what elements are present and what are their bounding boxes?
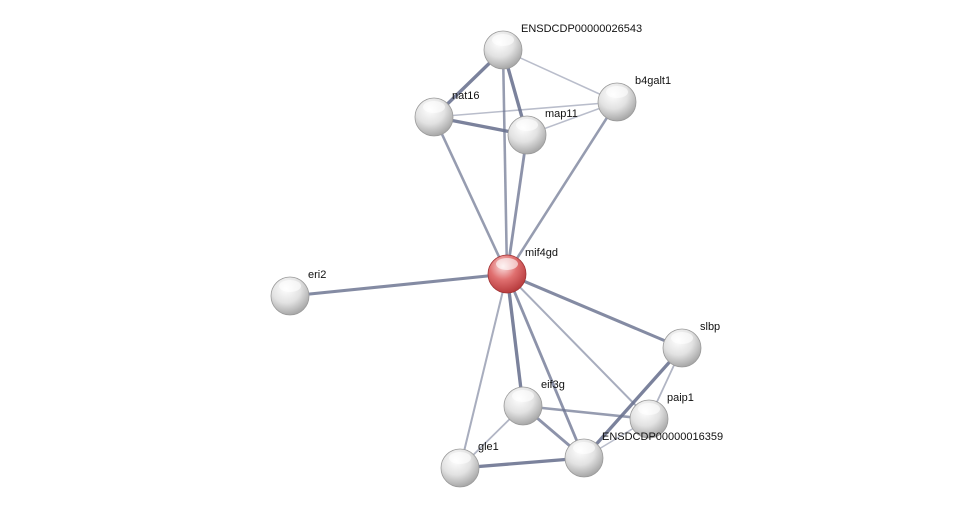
node-highlight xyxy=(423,101,445,113)
node-gle1[interactable] xyxy=(440,448,480,488)
node-label: map11 xyxy=(545,108,578,120)
node-ENSDCDP00000026543[interactable] xyxy=(483,30,523,70)
node-label: gle1 xyxy=(478,441,499,453)
node-highlight xyxy=(512,390,534,402)
edge-mif4gd-ENSDCDP00000016359[interactable] xyxy=(505,273,586,459)
node-layer xyxy=(270,30,702,488)
edge-ENSDCDP00000026543-b4galt1[interactable] xyxy=(502,49,618,103)
node-label: eri2 xyxy=(308,269,326,281)
node-label: mif4gd xyxy=(525,247,558,259)
node-highlight xyxy=(638,403,660,415)
edge-ENSDCDP00000026543-mif4gd[interactable] xyxy=(501,49,509,275)
node-label: ENSDCDP00000016359 xyxy=(602,431,723,443)
node-eri2[interactable] xyxy=(270,276,310,316)
node-eif3g[interactable] xyxy=(503,386,543,426)
node-highlight xyxy=(449,452,471,464)
node-highlight xyxy=(671,332,693,344)
edge-eif3g-paip1[interactable] xyxy=(522,404,650,421)
node-label: paip1 xyxy=(667,392,694,404)
node-highlight xyxy=(492,34,514,46)
edge-b4galt1-mif4gd[interactable] xyxy=(505,101,619,275)
node-highlight xyxy=(573,442,595,454)
node-label: eif3g xyxy=(541,379,565,391)
edge-mif4gd-paip1[interactable] xyxy=(506,273,650,420)
edge-mif4gd-eri2[interactable] xyxy=(289,272,508,298)
node-slbp[interactable] xyxy=(662,328,702,368)
edge-mif4gd-gle1[interactable] xyxy=(459,273,508,469)
node-label: slbp xyxy=(700,321,720,333)
node-highlight xyxy=(516,119,538,131)
node-label: b4galt1 xyxy=(635,75,671,87)
edge-slbp-ENSDCDP00000016359[interactable] xyxy=(582,346,684,460)
node-highlight xyxy=(496,258,518,270)
edge-nat16-b4galt1[interactable] xyxy=(433,101,618,118)
edge-gle1-ENSDCDP00000016359[interactable] xyxy=(459,456,585,470)
node-label: nat16 xyxy=(452,90,480,102)
edge-mif4gd-slbp[interactable] xyxy=(506,272,683,350)
node-highlight xyxy=(279,280,301,292)
edge-nat16-mif4gd[interactable] xyxy=(432,116,509,275)
node-label: ENSDCDP00000026543 xyxy=(521,23,642,35)
node-map11[interactable] xyxy=(507,115,547,155)
label-layer: ENSDCDP00000026543 nat16 b4galt1 map11 mif4g… xyxy=(308,23,723,453)
node-nat16[interactable] xyxy=(414,97,454,137)
node-paip1[interactable] xyxy=(629,399,669,439)
node-mif4gd[interactable] xyxy=(487,254,527,294)
node-b4galt1[interactable] xyxy=(597,82,637,122)
node-ENSDCDP00000016359[interactable] xyxy=(564,438,604,478)
node-highlight xyxy=(606,86,628,98)
edge-mif4gd-eif3g[interactable] xyxy=(505,273,525,407)
edge-map11-mif4gd[interactable] xyxy=(505,134,529,275)
